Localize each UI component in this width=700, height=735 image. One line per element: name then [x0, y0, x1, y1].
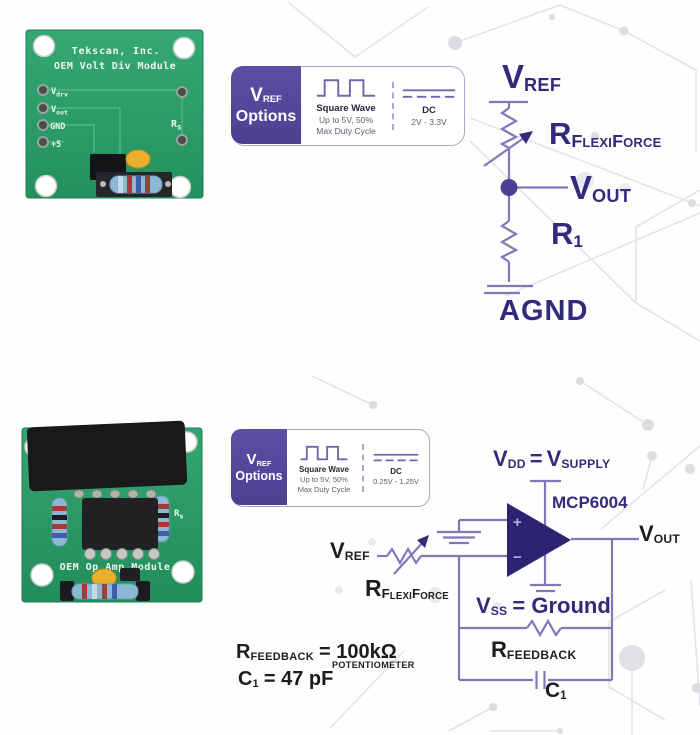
dc-title: DC	[422, 104, 436, 116]
mounting-holes	[32, 34, 196, 199]
pin-pads	[37, 84, 188, 148]
resistor	[109, 175, 163, 194]
mounting-hole	[172, 36, 196, 60]
vdd-vsupply-label: VDD=VSUPPLY	[493, 446, 611, 472]
mounting-hole	[171, 560, 195, 584]
square-wave-option: Square Wave Up to 5V, 50% Max Duty Cycle	[300, 67, 392, 145]
dc-icon	[402, 88, 456, 98]
board-title-line2: OEM Volt Div Module	[54, 60, 176, 72]
potentiometer-note: POTENTIOMETER	[332, 660, 415, 670]
dc-option: DC 2V - 3.3V	[394, 67, 464, 145]
options-label: Options	[235, 107, 297, 125]
wires	[483, 100, 568, 295]
variable-arrowhead	[417, 535, 429, 548]
resistor-left	[51, 497, 68, 547]
agnd-label: AGND	[499, 295, 589, 327]
opamp-schematic: + −	[377, 479, 639, 689]
card-divider	[362, 444, 364, 492]
vss-ground-label: VSS= Ground	[476, 593, 611, 619]
board-title-line1: Tekscan, Inc.	[72, 46, 161, 57]
rs-label: Rs	[171, 119, 182, 132]
dip-ic	[82, 498, 158, 550]
rflexiforce-resistor-symbol	[386, 546, 422, 566]
rfeedback-equation: RFEEDBACK= 100kΩ	[236, 641, 397, 663]
vref-label: VREF	[330, 538, 370, 564]
silkscreen-text: Tekscan, Inc. OEM Volt Div Module Vdrv V…	[50, 46, 182, 150]
rfeedback-label: RFEEDBACK	[491, 637, 577, 663]
card-divider	[392, 81, 394, 131]
pin-label-vout: Vout	[51, 105, 68, 117]
pcb-board	[25, 29, 204, 199]
wires	[377, 479, 639, 689]
photo-volt-div-module: Tekscan, Inc. OEM Volt Div Module Vdrv V…	[25, 29, 204, 199]
square-wave-line2: Max Duty Cycle	[297, 484, 351, 494]
mounting-hole	[168, 175, 192, 199]
dc-range: 2V - 3.3V	[411, 116, 447, 127]
vout-label: VOUT	[570, 169, 632, 207]
voltage-divider-schematic	[483, 100, 568, 295]
solder-pads-row	[73, 489, 157, 499]
dc-range: 0.25V - 1.25V	[373, 476, 419, 486]
dc-option: DC 0.25V - 1.25V	[364, 430, 428, 506]
square-wave-line1: Up to 5V, 50%	[318, 115, 374, 125]
square-wave-title: Square Wave	[316, 103, 376, 114]
vref-options-tab: VREF Options	[231, 66, 301, 144]
mounting-hole	[30, 563, 54, 587]
square-wave-icon	[300, 445, 348, 460]
vout-label: VOUT	[639, 521, 681, 547]
options-label: Options	[235, 469, 283, 483]
r1-resistor-symbol	[499, 220, 519, 263]
rs-label: Rs	[174, 509, 184, 521]
opamp-plus-input: +	[513, 514, 522, 531]
mounting-hole	[34, 174, 58, 198]
square-wave-line1: Up to 5V, 50%	[300, 474, 348, 484]
component-black	[120, 568, 140, 581]
c1-equation: C1= 47 pF	[238, 668, 334, 690]
vref-options-card-top: VREF Options Square Wave Up to 5V, 50% M…	[231, 66, 465, 146]
variable-arrow	[393, 540, 425, 575]
rflexiforce-resistor-symbol	[499, 107, 519, 149]
variable-arrowhead	[519, 131, 533, 144]
c1-label: C1	[545, 679, 567, 703]
rfeedback-resistor-symbol	[526, 618, 562, 638]
vref-tab-label: VREF	[250, 84, 282, 106]
opamp-minus-input: −	[513, 549, 522, 566]
pin-label-vdrv: Vdrv	[51, 87, 68, 99]
photo-op-amp-module: OEM Op Amp Module Rs	[21, 420, 203, 603]
rflexiforce-label: RFLEXIFORCE	[549, 116, 662, 151]
vref-tab-label: VREF	[246, 451, 272, 468]
mounting-hole	[32, 34, 56, 58]
capacitor-yellow	[125, 149, 151, 169]
opamp-triangle	[507, 503, 571, 577]
silkscreen-text: OEM Op Amp Module Rs	[60, 509, 184, 573]
vref-options-tab: VREF Options	[231, 429, 287, 505]
hex-network-dots	[335, 14, 700, 734]
rflexiforce-label: RFLEXIFORCE	[365, 575, 449, 602]
connector-black-bar	[26, 420, 188, 492]
vout-node-dot	[500, 179, 518, 196]
square-wave-line2: Max Duty Cycle	[316, 126, 376, 136]
r1-label: R1	[551, 216, 584, 252]
board-title: OEM Op Amp Module	[60, 562, 171, 573]
dc-title: DC	[390, 466, 402, 476]
square-wave-option: Square Wave Up to 5V, 50% Max Duty Cycle	[286, 430, 362, 506]
square-wave-title: Square Wave	[299, 464, 349, 474]
mcp6004-label: MCP6004	[552, 493, 628, 512]
ic-pads	[84, 548, 160, 560]
square-wave-icon	[316, 79, 376, 97]
traces	[49, 89, 183, 156]
vref-label: VREF	[502, 58, 562, 96]
pin-label-gnd: GND	[50, 122, 65, 132]
dc-icon	[373, 453, 419, 461]
resistor-bottom	[71, 583, 139, 600]
components	[90, 149, 172, 197]
pin-label-plus5: +5	[51, 140, 61, 150]
components-bottom	[60, 568, 150, 601]
vref-options-card-bottom: VREF Options Square Wave Up to 5V, 50% M…	[231, 429, 430, 507]
variable-arrow	[483, 134, 529, 167]
